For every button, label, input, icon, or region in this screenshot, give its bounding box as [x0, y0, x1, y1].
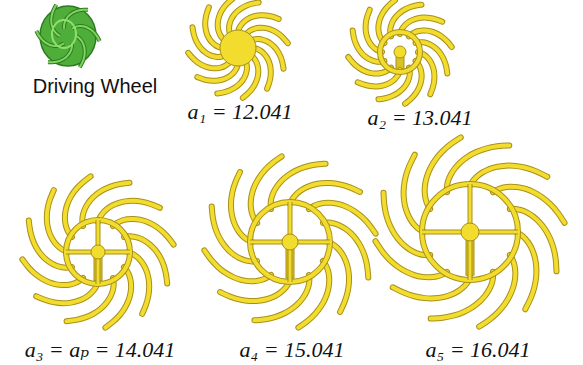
- parameter-label: a₁ = 12.041: [188, 100, 293, 124]
- parameter-label: a₄ = 15.041: [240, 338, 345, 362]
- wheel-caption: Driving Wheel: [33, 75, 157, 97]
- driven-wheel: [204, 156, 375, 327]
- parameter-label: a₂ = 13.041: [368, 106, 473, 130]
- driven-wheel: [22, 176, 173, 327]
- parameter-label: a₅ = 16.041: [426, 338, 531, 362]
- driven-wheel: [188, 0, 288, 98]
- parameter-label: a₃ = aₚ = 14.041: [25, 338, 176, 362]
- driven-wheel: [348, 0, 452, 104]
- driving-wheel: [36, 5, 99, 68]
- driven-wheel: [375, 137, 564, 326]
